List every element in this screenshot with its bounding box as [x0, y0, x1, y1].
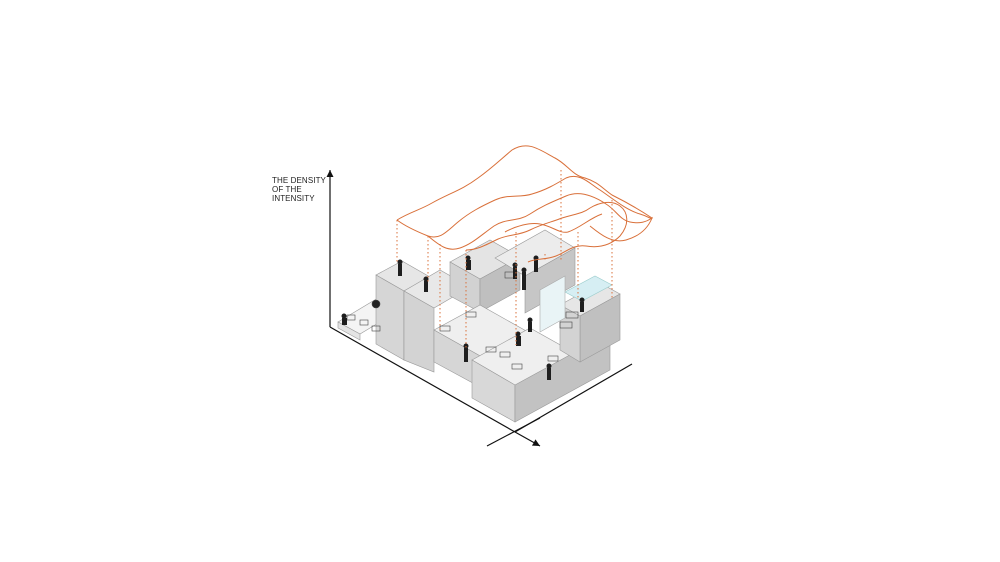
- intensity-layer-2: [396, 176, 653, 238]
- intensity-layer-4b: [504, 213, 603, 233]
- cross-axis-a: [486, 417, 541, 447]
- intensity-layer-3: [427, 193, 654, 250]
- axes: [326, 170, 633, 447]
- cross-axis-b: [514, 431, 541, 447]
- table-chair-icon: [485, 346, 497, 353]
- glass-wall: [539, 275, 566, 333]
- person-figure-icon: [465, 255, 471, 270]
- person-figure-icon: [515, 331, 521, 346]
- person-figure-icon: [533, 255, 539, 272]
- center-left-front: [403, 290, 435, 373]
- axis-label-line-2: OF THE: [272, 185, 302, 194]
- person-figure-icon: [546, 363, 552, 380]
- axis-label-line-3: INTENSITY: [272, 194, 315, 203]
- person-figure-icon: [341, 313, 347, 325]
- person-figure-icon: [521, 267, 527, 290]
- floor-axis-left: [329, 326, 516, 433]
- axis-label-line-1: THE DENSITY: [272, 176, 326, 185]
- upper-right-front: [524, 247, 576, 314]
- right-step-front: [559, 304, 581, 363]
- intensity-layer-1: [396, 145, 653, 221]
- table-chair-icon: [371, 299, 381, 309]
- person-figure-icon: [512, 262, 518, 279]
- table-chair-icon: [559, 321, 573, 329]
- person-figure-icon: [527, 317, 533, 332]
- table-chair-icon: [547, 355, 559, 362]
- person-figure-icon: [397, 259, 403, 276]
- table-chair-icon: [511, 363, 523, 370]
- intensity-layer-4: [465, 201, 628, 263]
- intensity-drop-lines: [396, 170, 613, 350]
- table-chair-icon: [359, 319, 369, 326]
- table-chair-icon: [346, 314, 356, 321]
- person-figure-icon: [579, 297, 585, 312]
- table-chair-icon: [565, 311, 579, 319]
- intensity-curves: [396, 145, 654, 263]
- density-axis-label: THE DENSITY OF THE INTENSITY: [272, 176, 352, 203]
- person-figure-icon: [423, 276, 429, 292]
- table-chair-icon: [371, 325, 381, 332]
- table-chair-icon: [499, 351, 511, 358]
- lounge-edge-left: [337, 321, 361, 341]
